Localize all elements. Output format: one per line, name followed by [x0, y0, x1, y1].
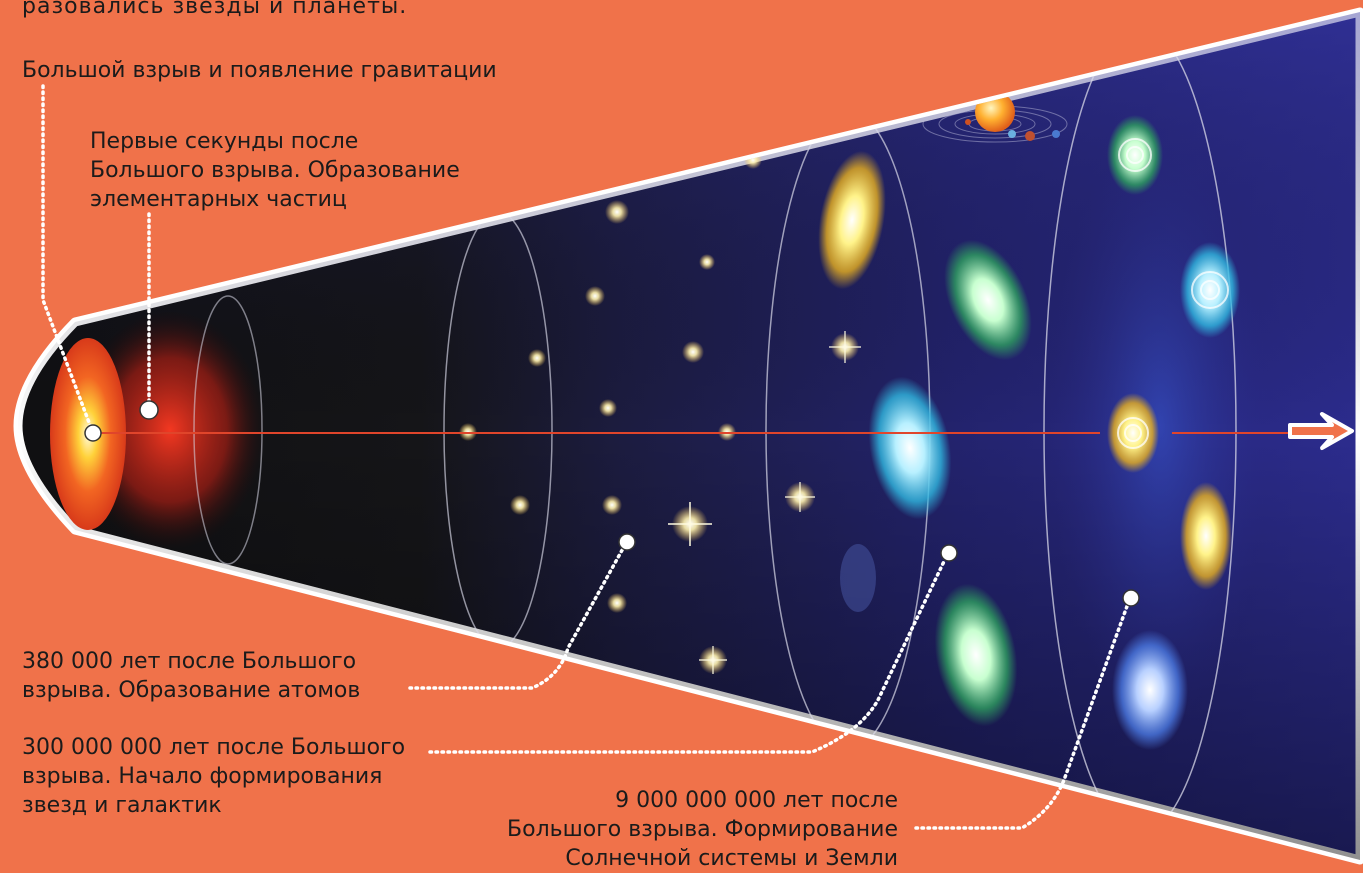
marker-big-bang: [84, 424, 102, 442]
marker-stars-galaxies: [940, 544, 958, 562]
star: [682, 341, 704, 363]
star-spike: [668, 502, 712, 546]
galaxy-yellow: [1180, 482, 1232, 590]
time-arrow-icon: [1288, 412, 1354, 450]
star: [605, 200, 629, 224]
galaxy-teal: [1180, 242, 1240, 338]
galaxy-teal: [868, 376, 952, 520]
galaxy-yellow: [818, 150, 886, 290]
label-top-fragment: разовались звезды и планеты.: [22, 0, 408, 19]
marker-atoms: [618, 533, 636, 551]
elementary-particles-glow: [75, 310, 265, 550]
leader-atoms: [408, 541, 628, 690]
galaxy-yellow: [1107, 393, 1159, 473]
label-first-seconds: Первые секунды после Большого взрыва. Об…: [90, 129, 460, 212]
galaxy-dim: [840, 544, 876, 612]
star: [528, 349, 546, 367]
star-spike: [785, 482, 815, 512]
star: [699, 254, 715, 270]
label-solar-system: 9 000 000 000 лет после Большого взрыва.…: [507, 788, 898, 871]
star: [510, 495, 530, 515]
galaxy-green: [944, 239, 1032, 361]
label-stars-galaxies: 300 000 000 лет после Большого взрыва. Н…: [22, 735, 406, 818]
star: [602, 495, 622, 515]
galaxy-green: [934, 583, 1018, 727]
era-ring: [193, 295, 263, 565]
marker-solar-system: [1122, 589, 1140, 607]
marker-first-seconds: [139, 400, 159, 420]
label-atoms: 380 000 лет после Большого взрыва. Образ…: [22, 649, 361, 703]
galaxy-green: [1107, 115, 1163, 195]
star-spike: [829, 331, 861, 363]
star-spike: [699, 646, 727, 674]
leader-stars-galaxies: [428, 551, 950, 754]
label-big-bang: Большой взрыв и появление гравитации: [22, 58, 497, 83]
star: [599, 399, 617, 417]
galaxy-blue: [1112, 630, 1188, 750]
leader-solar-system: [914, 596, 1132, 830]
leader-big-bang: [41, 84, 95, 435]
galaxies: [818, 115, 1240, 750]
star: [607, 593, 627, 613]
star: [585, 286, 605, 306]
